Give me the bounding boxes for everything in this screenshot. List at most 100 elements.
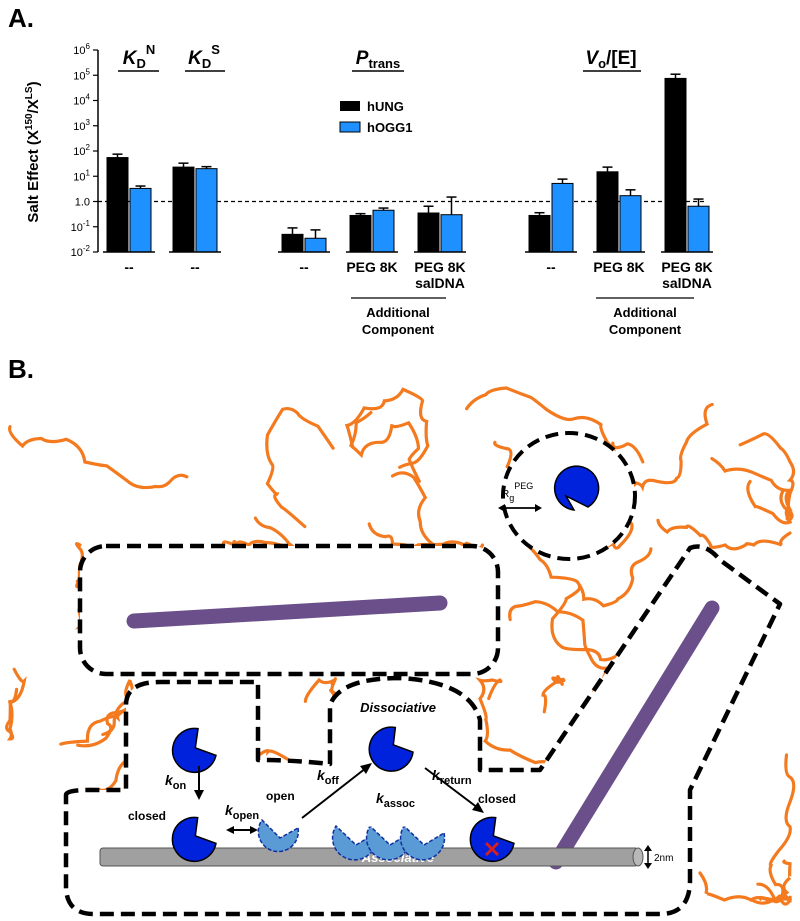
label-kreturn: kreturn <box>432 767 472 787</box>
label-kopen: kopen <box>225 802 259 822</box>
group-title-kdn: KDN <box>123 42 156 71</box>
dna-track-end <box>632 847 644 867</box>
y-tick-label: 10-1 <box>71 219 91 234</box>
y-axis-label: Salt Effect (X150/XLS) <box>24 81 42 222</box>
panel-a-label: A. <box>8 3 34 33</box>
peg-chain <box>465 386 645 464</box>
dna-compartment-upper <box>77 543 501 677</box>
peg-chain <box>710 457 794 525</box>
group-title-ptrans: Ptrans <box>356 48 400 71</box>
bar-hung <box>528 214 551 253</box>
label-koff: koff <box>317 767 339 787</box>
bar-hung <box>349 214 372 253</box>
bar-hogg1 <box>551 182 574 253</box>
x-tick-label: -- <box>546 259 556 275</box>
label-kon: kon <box>165 772 187 792</box>
x-tick-label: -- <box>124 259 134 275</box>
y-tick-label: 1.0 <box>75 197 90 209</box>
enzyme-dissociative <box>368 726 414 772</box>
legend: hUNG hOGG1 <box>339 99 413 135</box>
peg-chain <box>349 411 421 483</box>
bar-hogg1 <box>195 168 218 253</box>
bar-hung <box>417 212 440 253</box>
bars <box>106 73 710 253</box>
bar-hogg1 <box>304 237 327 253</box>
arrow-kreturn <box>424 767 479 809</box>
x-tick-label: -- <box>299 259 309 275</box>
addl-label-vo-1: Additional <box>613 305 677 320</box>
peg-chain <box>390 471 467 551</box>
legend-label-hogg1: hOGG1 <box>367 120 413 135</box>
label-closed-right: closed <box>478 792 516 806</box>
ylabel-sup1: 150 <box>24 113 35 130</box>
y-tick-label: 106 <box>73 42 90 57</box>
arrow-koff-head <box>360 763 372 774</box>
y-tick-label: 105 <box>73 67 90 82</box>
peg-chain <box>344 387 430 469</box>
legend-label-hung: hUNG <box>367 99 404 114</box>
ylabel-base: Salt Effect (X <box>25 130 42 223</box>
width-label: 2nm <box>654 853 673 864</box>
peg-cavity: RgPEG <box>498 431 637 561</box>
addl-label-ptrans-2: Component <box>362 322 435 337</box>
x-tick-label-line2: salDNA <box>662 275 712 291</box>
y-tick-label: 102 <box>73 143 90 158</box>
ylabel-sup2: LS <box>24 86 35 99</box>
enzyme-sliding-3 <box>399 824 446 861</box>
label-open: open <box>266 789 295 803</box>
ylabel-end: ) <box>25 81 42 86</box>
width-arrow-top <box>644 845 652 851</box>
x-tick-label-line2: salDNA <box>415 275 465 291</box>
addl-label-ptrans-1: Additional <box>366 305 430 320</box>
peg-chain <box>527 545 653 608</box>
bar-hung <box>596 171 619 253</box>
bar-hogg1 <box>619 195 642 253</box>
group-title-vo: Vo/[E] <box>585 48 636 71</box>
width-arrow-bottom <box>644 863 652 869</box>
y-tick-label: 103 <box>73 118 90 133</box>
lesion-x-icon <box>484 841 500 857</box>
peg-chain <box>265 406 335 529</box>
bar-hogg1 <box>440 214 463 253</box>
enzyme-cavity <box>553 465 600 511</box>
dna-compartment-lower-outline <box>63 544 783 917</box>
x-tick-label: PEG 8K <box>661 259 712 275</box>
bar-hung <box>106 157 129 253</box>
panel-b-label: B. <box>8 354 34 384</box>
peg-chain <box>750 859 792 905</box>
x-tick-label: PEG 8K <box>346 259 397 275</box>
x-tick-label: PEG 8K <box>593 259 644 275</box>
peg-chain <box>475 677 555 772</box>
group-title-kds: KDS <box>188 42 220 71</box>
dna-rod-diagonal <box>548 600 720 870</box>
rg-arrow-head-left <box>498 504 505 512</box>
dna-rod-upper <box>126 595 448 629</box>
enzyme-open <box>257 818 300 853</box>
label-closed-left: closed <box>128 809 166 823</box>
bar-hung <box>664 77 687 253</box>
peg-chain <box>59 679 135 746</box>
rg-label: RgPEG <box>502 481 533 503</box>
enzyme-closed-right <box>469 816 515 863</box>
peg-chain <box>5 667 27 741</box>
enzyme-closed-left <box>171 816 217 863</box>
arrow-kreturn-head <box>472 802 484 813</box>
kinetic-arrows <box>194 763 484 834</box>
arrow-kopen-head-right <box>250 826 258 834</box>
label-kassoc: kassoc <box>376 790 415 810</box>
addl-label-vo-2: Component <box>609 322 682 337</box>
legend-swatch-hogg1 <box>339 121 361 133</box>
arrow-koff <box>301 767 367 819</box>
arrow-kon-head <box>194 790 204 800</box>
peg-chain <box>738 432 796 522</box>
y-tick-label: 101 <box>73 168 90 183</box>
bar-hogg1 <box>372 209 395 253</box>
bar-hogg1 <box>687 205 710 253</box>
ylabel-mid: /X <box>25 99 42 113</box>
y-tick-label: 10-2 <box>71 244 91 259</box>
arrow-kopen-head-left <box>226 826 234 834</box>
rg-arrow-head-right <box>535 504 542 512</box>
bar-hogg1 <box>129 187 152 253</box>
